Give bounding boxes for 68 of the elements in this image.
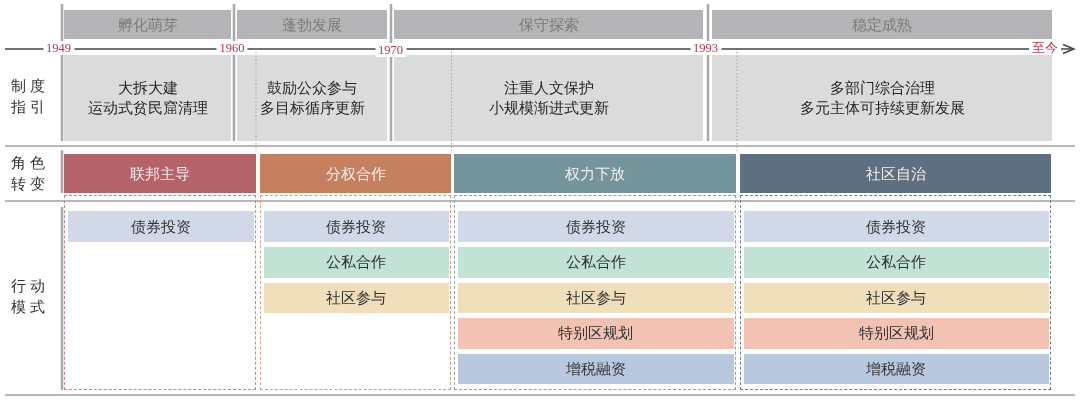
role-bar [454,154,736,193]
action-label: 债券投资 [130,217,191,236]
policy-text: 运动式贫民窟清理 [87,98,208,118]
action-label: 公私合作 [866,253,926,272]
phase-title: 稳定成熟 [852,15,912,34]
policy-text: 多部门综合治理 [829,78,935,98]
phase-bar [712,10,1052,39]
policy-text: 小规模渐进式更新 [488,98,609,118]
action-bar [457,282,734,314]
action-bar [743,247,1049,278]
action-label: 债券投资 [565,217,626,236]
action-bar [743,318,1049,349]
action-bar [457,353,734,385]
phase-title: 蓬勃发展 [282,15,342,34]
policy-panel [394,55,703,141]
action-label: 社区参与 [866,288,926,307]
phase-bar [394,10,703,39]
dashed-frame [740,195,1051,390]
role-title: 分权合作 [325,164,386,183]
year-label: 1960 [216,41,248,55]
action-bar [743,211,1049,242]
action-bar [457,318,734,349]
policy-text: 注重人文保护 [503,78,594,98]
policy-text: 多元主体可持续更新发展 [799,98,965,118]
policy-panel [237,55,387,141]
policy-panel [712,55,1052,141]
role-title: 权力下放 [565,164,625,183]
policy-panel [64,55,231,141]
action-label: 公私合作 [326,253,386,272]
action-bar [457,247,734,278]
action-label: 增税融资 [565,360,626,379]
year-label: 至今 [1029,41,1061,55]
action-label: 债券投资 [326,217,386,236]
action-label: 特别区规划 [858,324,934,343]
dashed-frame [64,195,256,390]
year-label: 1949 [43,41,75,55]
dashed-frame [454,195,736,390]
action-bar [457,211,734,242]
action-label: 债券投资 [866,217,926,236]
action-bar [263,282,449,314]
dashed-frame [260,195,451,390]
action-label: 社区参与 [326,288,386,307]
action-label: 社区参与 [565,288,626,307]
role-bar [64,154,256,193]
role-bar [740,154,1051,193]
action-bar [67,211,254,242]
role-title: 社区自治 [865,164,926,183]
row-heading: 制度指引 [11,76,50,118]
year-label: 1970 [375,43,406,57]
action-bar [743,353,1049,385]
policy-text: 鼓励公众参与 [267,78,357,98]
action-bar [263,211,449,242]
phase-bar [237,10,387,39]
row-heading: 行动模式 [11,276,50,318]
row-heading: 角色转变 [11,153,50,195]
phase-title: 保守探索 [518,15,579,34]
action-bar [743,282,1049,314]
role-bar [260,154,451,193]
action-bar [263,247,449,278]
action-label: 公私合作 [565,253,626,272]
action-label: 增税融资 [866,360,926,379]
phase-bar [64,10,231,39]
policy-text: 多目标循序更新 [259,98,365,118]
phase-title: 孵化萌芽 [117,15,178,34]
year-label: 1993 [690,41,721,55]
role-title: 联邦主导 [130,164,190,183]
policy-text: 大拆大建 [117,78,178,98]
action-label: 特别区规划 [558,324,633,343]
